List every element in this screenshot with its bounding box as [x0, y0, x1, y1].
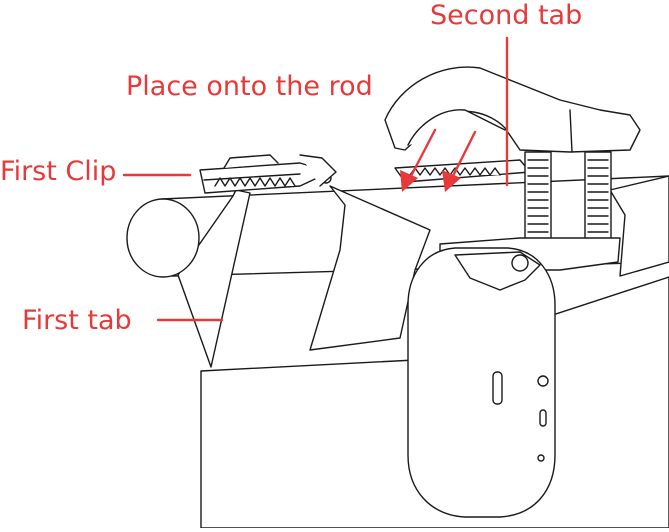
first-clip — [200, 155, 336, 193]
first-tab-label: First tab — [22, 307, 132, 334]
motor-dot — [538, 455, 544, 461]
rod-end-cap — [127, 199, 199, 277]
motor-indicator — [538, 376, 548, 386]
motor-slot — [540, 410, 546, 426]
motor-body — [408, 248, 555, 517]
place-onto-rod-label: Place onto the rod — [126, 73, 373, 100]
second-tab-label: Second tab — [430, 2, 582, 29]
motor-knob — [512, 255, 528, 271]
motor-button — [493, 372, 502, 404]
first-clip-label: First Clip — [0, 158, 116, 185]
